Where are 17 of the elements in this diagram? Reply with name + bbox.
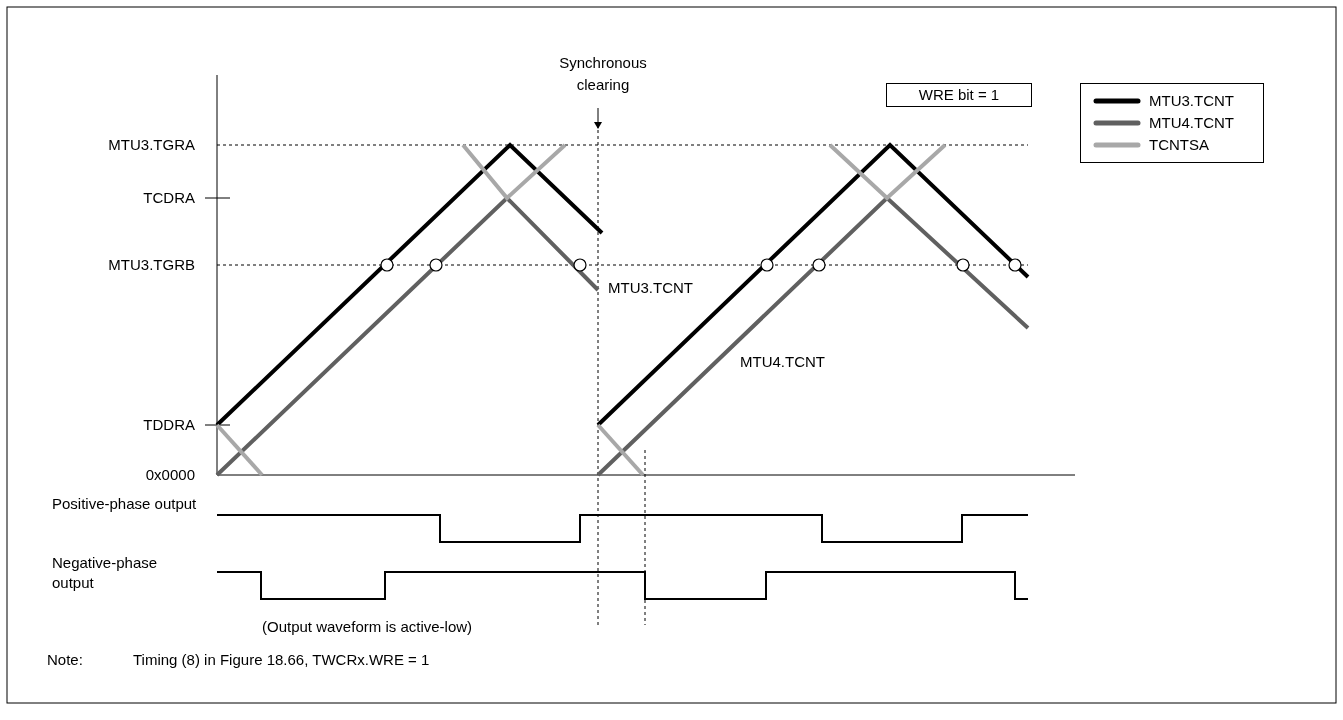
- axis-label: TDDRA: [142, 415, 195, 435]
- caption-box: WRE bit = 1: [886, 83, 1032, 107]
- legend-label: MTU3.TCNT: [1149, 91, 1234, 111]
- legend-label: MTU4.TCNT: [1149, 113, 1234, 133]
- signal-label: Positive-phase output: [52, 494, 198, 514]
- annotation-text: Synchronous clearing: [558, 53, 648, 95]
- axis-label: 0x0000: [144, 465, 195, 485]
- axis-label: MTU3.TGRB: [107, 255, 195, 275]
- signal-label: Negative-phase output: [52, 553, 159, 593]
- note-text: Timing (8) in Figure 18.66, TWCRx.WRE = 1: [133, 650, 430, 670]
- axis-label: TCDRA: [142, 188, 195, 208]
- curve-label: MTU4.TCNT: [740, 352, 825, 372]
- note-label: Note:: [47, 650, 83, 670]
- legend-label: TCNTSA: [1149, 135, 1209, 155]
- curve-label: MTU3.TCNT: [608, 278, 693, 298]
- note-text: (Output waveform is active-low): [262, 617, 473, 637]
- axis-label: MTU3.TGRA: [107, 135, 195, 155]
